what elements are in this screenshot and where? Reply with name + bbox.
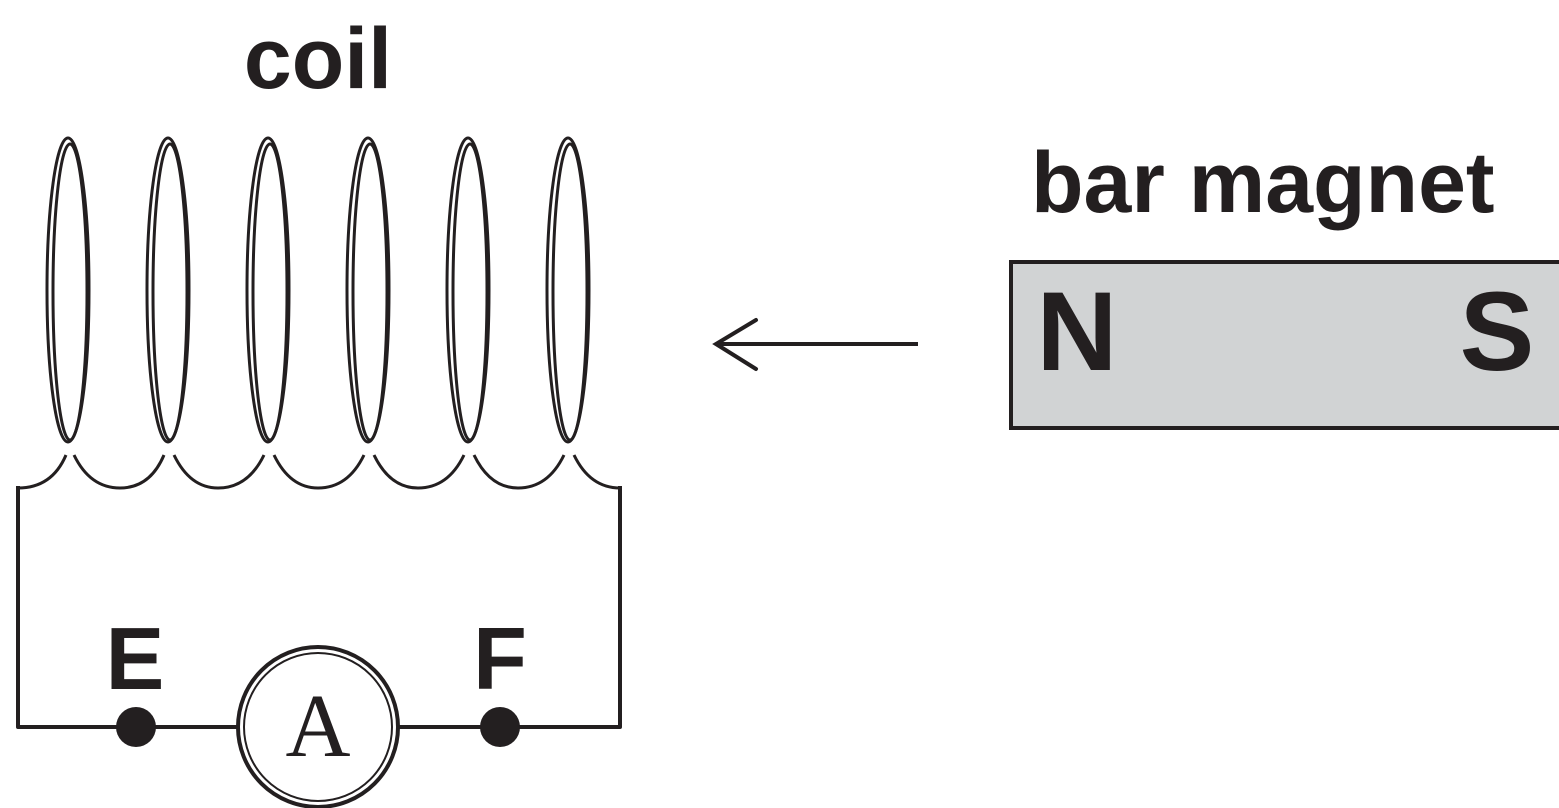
- terminal-dot-icon: [116, 707, 156, 747]
- terminal-f-label: F: [473, 609, 527, 708]
- ammeter-inner-circle: [243, 652, 393, 802]
- terminal-e-label: E: [106, 609, 165, 708]
- terminal-dot-icon: [480, 707, 520, 747]
- north-pole-label: N: [1037, 269, 1118, 394]
- ammeter-circle: [236, 645, 400, 808]
- bar-magnet-body: [1009, 260, 1559, 430]
- coil: [17, 136, 621, 490]
- coil-loop: [545, 136, 591, 444]
- south-pole-label: S: [1460, 269, 1535, 394]
- bar-magnet-label: bar magnet: [1031, 135, 1495, 231]
- coil-loop: [445, 136, 491, 444]
- coil-label: coil: [244, 11, 392, 107]
- coil-loop: [45, 136, 91, 444]
- coil-loop: [145, 136, 191, 444]
- circuit-wire: [16, 486, 622, 729]
- bar-magnet: N S: [1009, 260, 1559, 430]
- arrow-left-icon: [712, 318, 918, 371]
- coil-loop: [345, 136, 391, 444]
- ammeter: A: [236, 645, 400, 808]
- ammeter-label: A: [286, 677, 351, 776]
- coil-bottom-arcs: [17, 454, 621, 490]
- coil-loop: [245, 136, 291, 444]
